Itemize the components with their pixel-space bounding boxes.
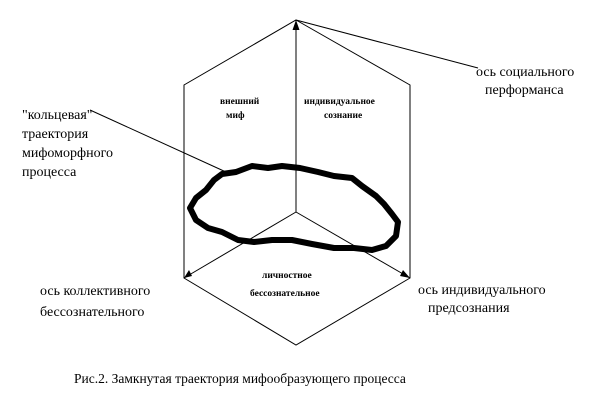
individual-axis-arrowhead — [400, 270, 410, 278]
social-axis-leader — [295, 19, 479, 69]
social-axis-label-line2: перформанса — [485, 83, 564, 98]
sector-individual-consciousness-line1: индивидуальное — [304, 97, 375, 107]
sector-external-myth-line1: внешний — [220, 96, 260, 107]
ring-label-line2: траектория — [22, 127, 89, 142]
ring-label-line1: "кольцевая" — [22, 108, 93, 123]
ring-trajectory — [187, 163, 401, 253]
social-axis-label-line1: ось социального — [476, 65, 574, 80]
ring-label-line4: процесса — [22, 165, 77, 180]
sector-personal-unconscious-line2: бессознательное — [250, 288, 320, 299]
social-axis-arrowhead — [292, 20, 300, 30]
individual-axis-label-line1: ось индивидуального — [418, 283, 546, 298]
ring-bottom-dot — [242, 238, 248, 244]
figure-caption: Рис.2. Замкнутая траектория мифообразующ… — [74, 371, 406, 386]
hexagon-outline — [183, 19, 411, 346]
individual-axis-label-line2: предсознания — [428, 301, 510, 316]
ring-center-dot — [293, 165, 299, 171]
collective-axis-arrowhead — [184, 270, 192, 278]
sector-external-myth-line2: миф — [226, 110, 245, 121]
collective-axis-label-line2: бессознательного — [40, 305, 144, 320]
sector-individual-consciousness-line2: сознание — [324, 111, 362, 121]
collective-axis-line — [183, 211, 297, 279]
collective-axis-label-line1: ось коллективного — [40, 284, 150, 299]
ring-label-leader — [89, 109, 227, 173]
sector-personal-unconscious-line1: личностное — [262, 271, 312, 281]
ring-label-line3: мифоморфного — [22, 146, 113, 161]
